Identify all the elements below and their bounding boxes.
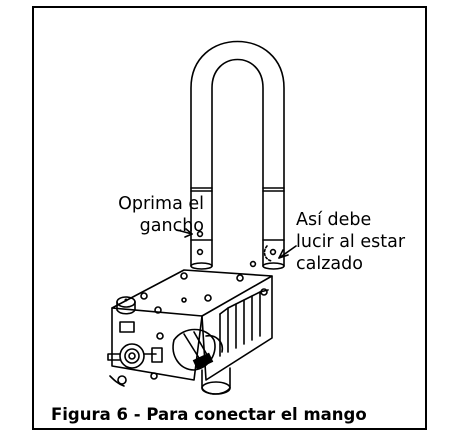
figure-frame: Oprima el gancho Así debe lucir al estar… [32,6,427,430]
filled-details [124,298,214,370]
callout-press-line-2: gancho [139,216,204,236]
figure-caption: Figura 6 - Para conectar el mango [51,405,367,424]
callout-press-hook: Oprima el gancho [84,193,204,237]
cooling-fins [219,289,269,357]
handle-tube [190,40,285,270]
callout-fitted: Así debe lucir al estar calzado [296,209,405,275]
pump-body [111,269,273,381]
callout-fitted-line-1: Así debe [296,210,372,230]
front-fittings [107,321,164,387]
callout-fitted-line-3: calzado [296,254,363,274]
handle-assembly-illustration [107,40,297,395]
callout-arrows [176,228,297,259]
callout-fitted-line-2: lucir al estar [296,232,406,252]
latch-hooks [196,230,277,268]
callout-press-line-1: Oprima el [118,194,204,214]
